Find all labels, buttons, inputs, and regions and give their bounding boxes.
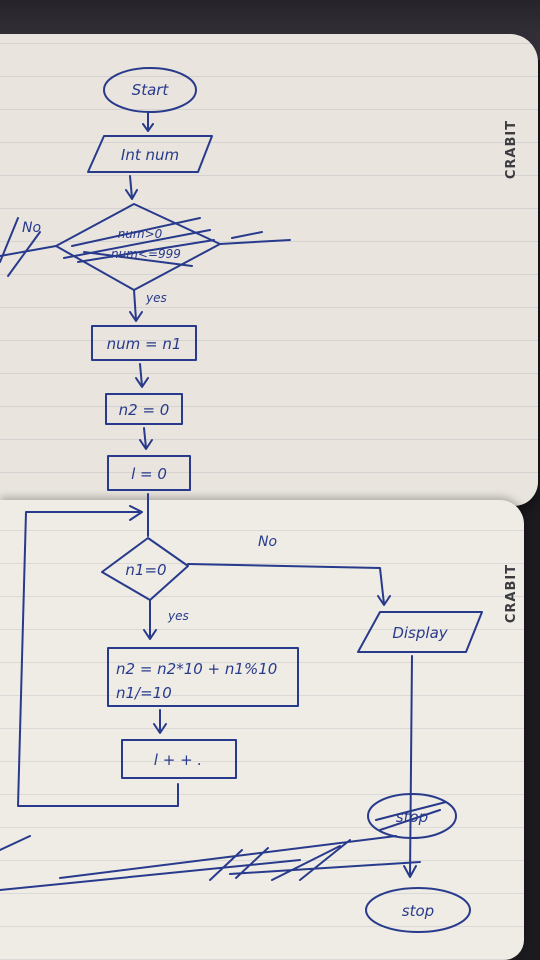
stop-label: stop — [402, 902, 434, 920]
arrow-decision1-yes — [129, 289, 143, 322]
process-line-2: n1/=10 — [116, 684, 172, 702]
display-to-stop-line — [403, 655, 417, 878]
notebook-page-bottom — [0, 500, 524, 960]
arrow-input-decision1 — [125, 175, 138, 200]
display-label: Display — [392, 624, 448, 642]
start-terminator — [103, 67, 197, 113]
decision2-no-label: No — [258, 534, 277, 550]
assign-l-box — [107, 455, 191, 491]
input-parallelogram — [87, 135, 213, 173]
strike-lines — [0, 835, 421, 891]
stop-terminator — [365, 887, 471, 933]
process-box — [107, 647, 299, 707]
decision2-label: n1=0 — [125, 561, 166, 579]
arrow-n2-l — [139, 427, 153, 450]
assign-n2-box — [105, 393, 183, 425]
loop-back-line — [17, 505, 179, 807]
crossed-stop-terminator — [367, 793, 457, 839]
decision2-no-line — [187, 563, 391, 606]
assign-n2-label: n2 = 0 — [119, 401, 170, 419]
decision1-scribble — [63, 217, 215, 267]
notebook-page-top — [0, 34, 538, 506]
decision1-no-label: No — [22, 220, 41, 236]
start-label: Start — [132, 81, 170, 99]
assign-l-label: l = 0 — [131, 465, 167, 483]
decision1-no-strokes — [0, 217, 41, 277]
decision2-yes-label: yes — [167, 609, 189, 623]
decision1-condition-1: num>0 — [118, 227, 163, 241]
display-parallelogram — [357, 611, 483, 653]
arrow-n1-n2 — [135, 363, 149, 388]
increment-label: l + + . — [154, 751, 202, 769]
input-label: Int num — [121, 146, 179, 164]
decision1-no-line — [0, 231, 291, 257]
decision1-condition-2: num<=999 — [111, 247, 181, 261]
decision1-yes-label: yes — [145, 291, 167, 305]
arrow-start-input — [142, 111, 154, 132]
process-line-1: n2 = n2*10 + n1%10 — [116, 660, 277, 678]
arrow-process-increment — [153, 709, 167, 734]
assign-n1-box — [91, 325, 197, 361]
arrow-decision2-yes — [143, 599, 157, 640]
assign-n1-label: num = n1 — [107, 335, 182, 353]
crossed-stop-label: stop — [396, 808, 428, 826]
increment-box — [121, 739, 237, 779]
crossed-stop-scribble — [375, 801, 447, 831]
